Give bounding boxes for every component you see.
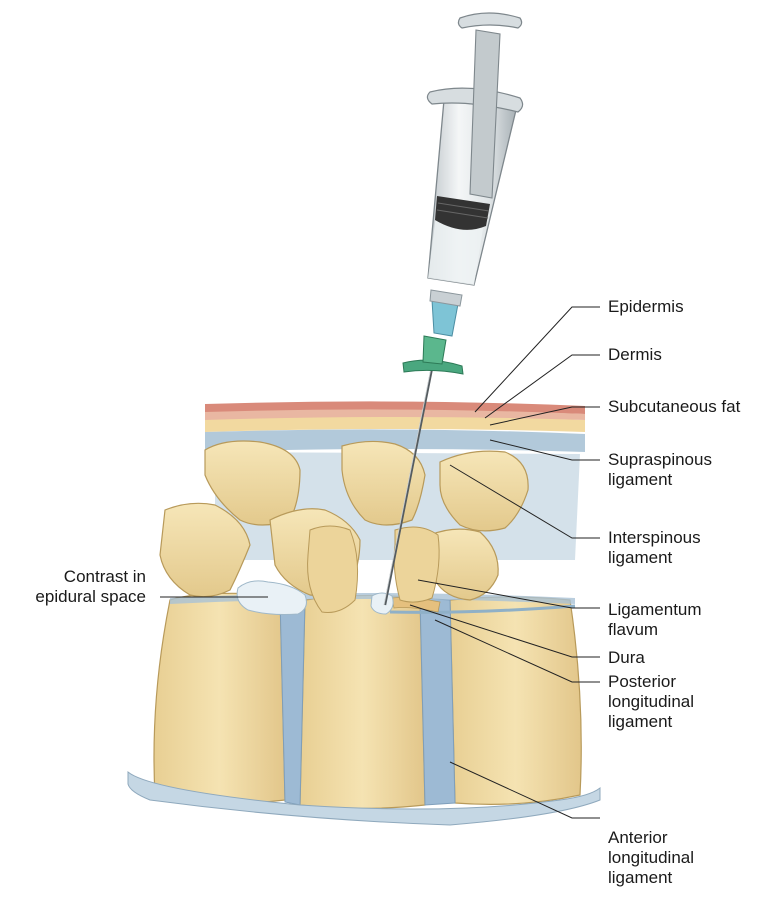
label-posterior-longitudinal-ligament: Posterior longitudinal ligament [608, 672, 694, 732]
label-epidermis: Epidermis [608, 297, 684, 317]
label-ligamentum-flavum: Ligamentum flavum [608, 600, 702, 640]
vertebral-body-left [154, 593, 285, 803]
syringe [427, 13, 522, 285]
lamina-right [430, 529, 498, 600]
vertebral-bodies [154, 593, 581, 808]
contrast-blob-tip [371, 593, 393, 614]
label-anterior-longitudinal-ligament: Anterior longitudinal ligament [608, 828, 694, 888]
label-supraspinous-ligament: Supraspinous ligament [608, 450, 712, 490]
needle-hub [403, 336, 463, 374]
leader-epidermis [475, 307, 600, 412]
posterior-elements [160, 441, 528, 613]
articular-process-right [394, 527, 439, 602]
vertebral-body-right [450, 597, 581, 804]
label-contrast-epidural-space: Contrast in epidural space [8, 567, 146, 607]
articular-process-middle [308, 526, 358, 613]
label-dermis: Dermis [608, 345, 662, 365]
label-dura: Dura [608, 648, 645, 668]
plunger-thumb [458, 13, 521, 28]
label-interspinous-ligament: Interspinous ligament [608, 528, 701, 568]
vertebral-body-middle [300, 595, 425, 808]
label-subcutaneous-fat: Subcutaneous fat [608, 397, 740, 417]
disc-right [420, 598, 455, 805]
syringe-tip [430, 290, 462, 336]
